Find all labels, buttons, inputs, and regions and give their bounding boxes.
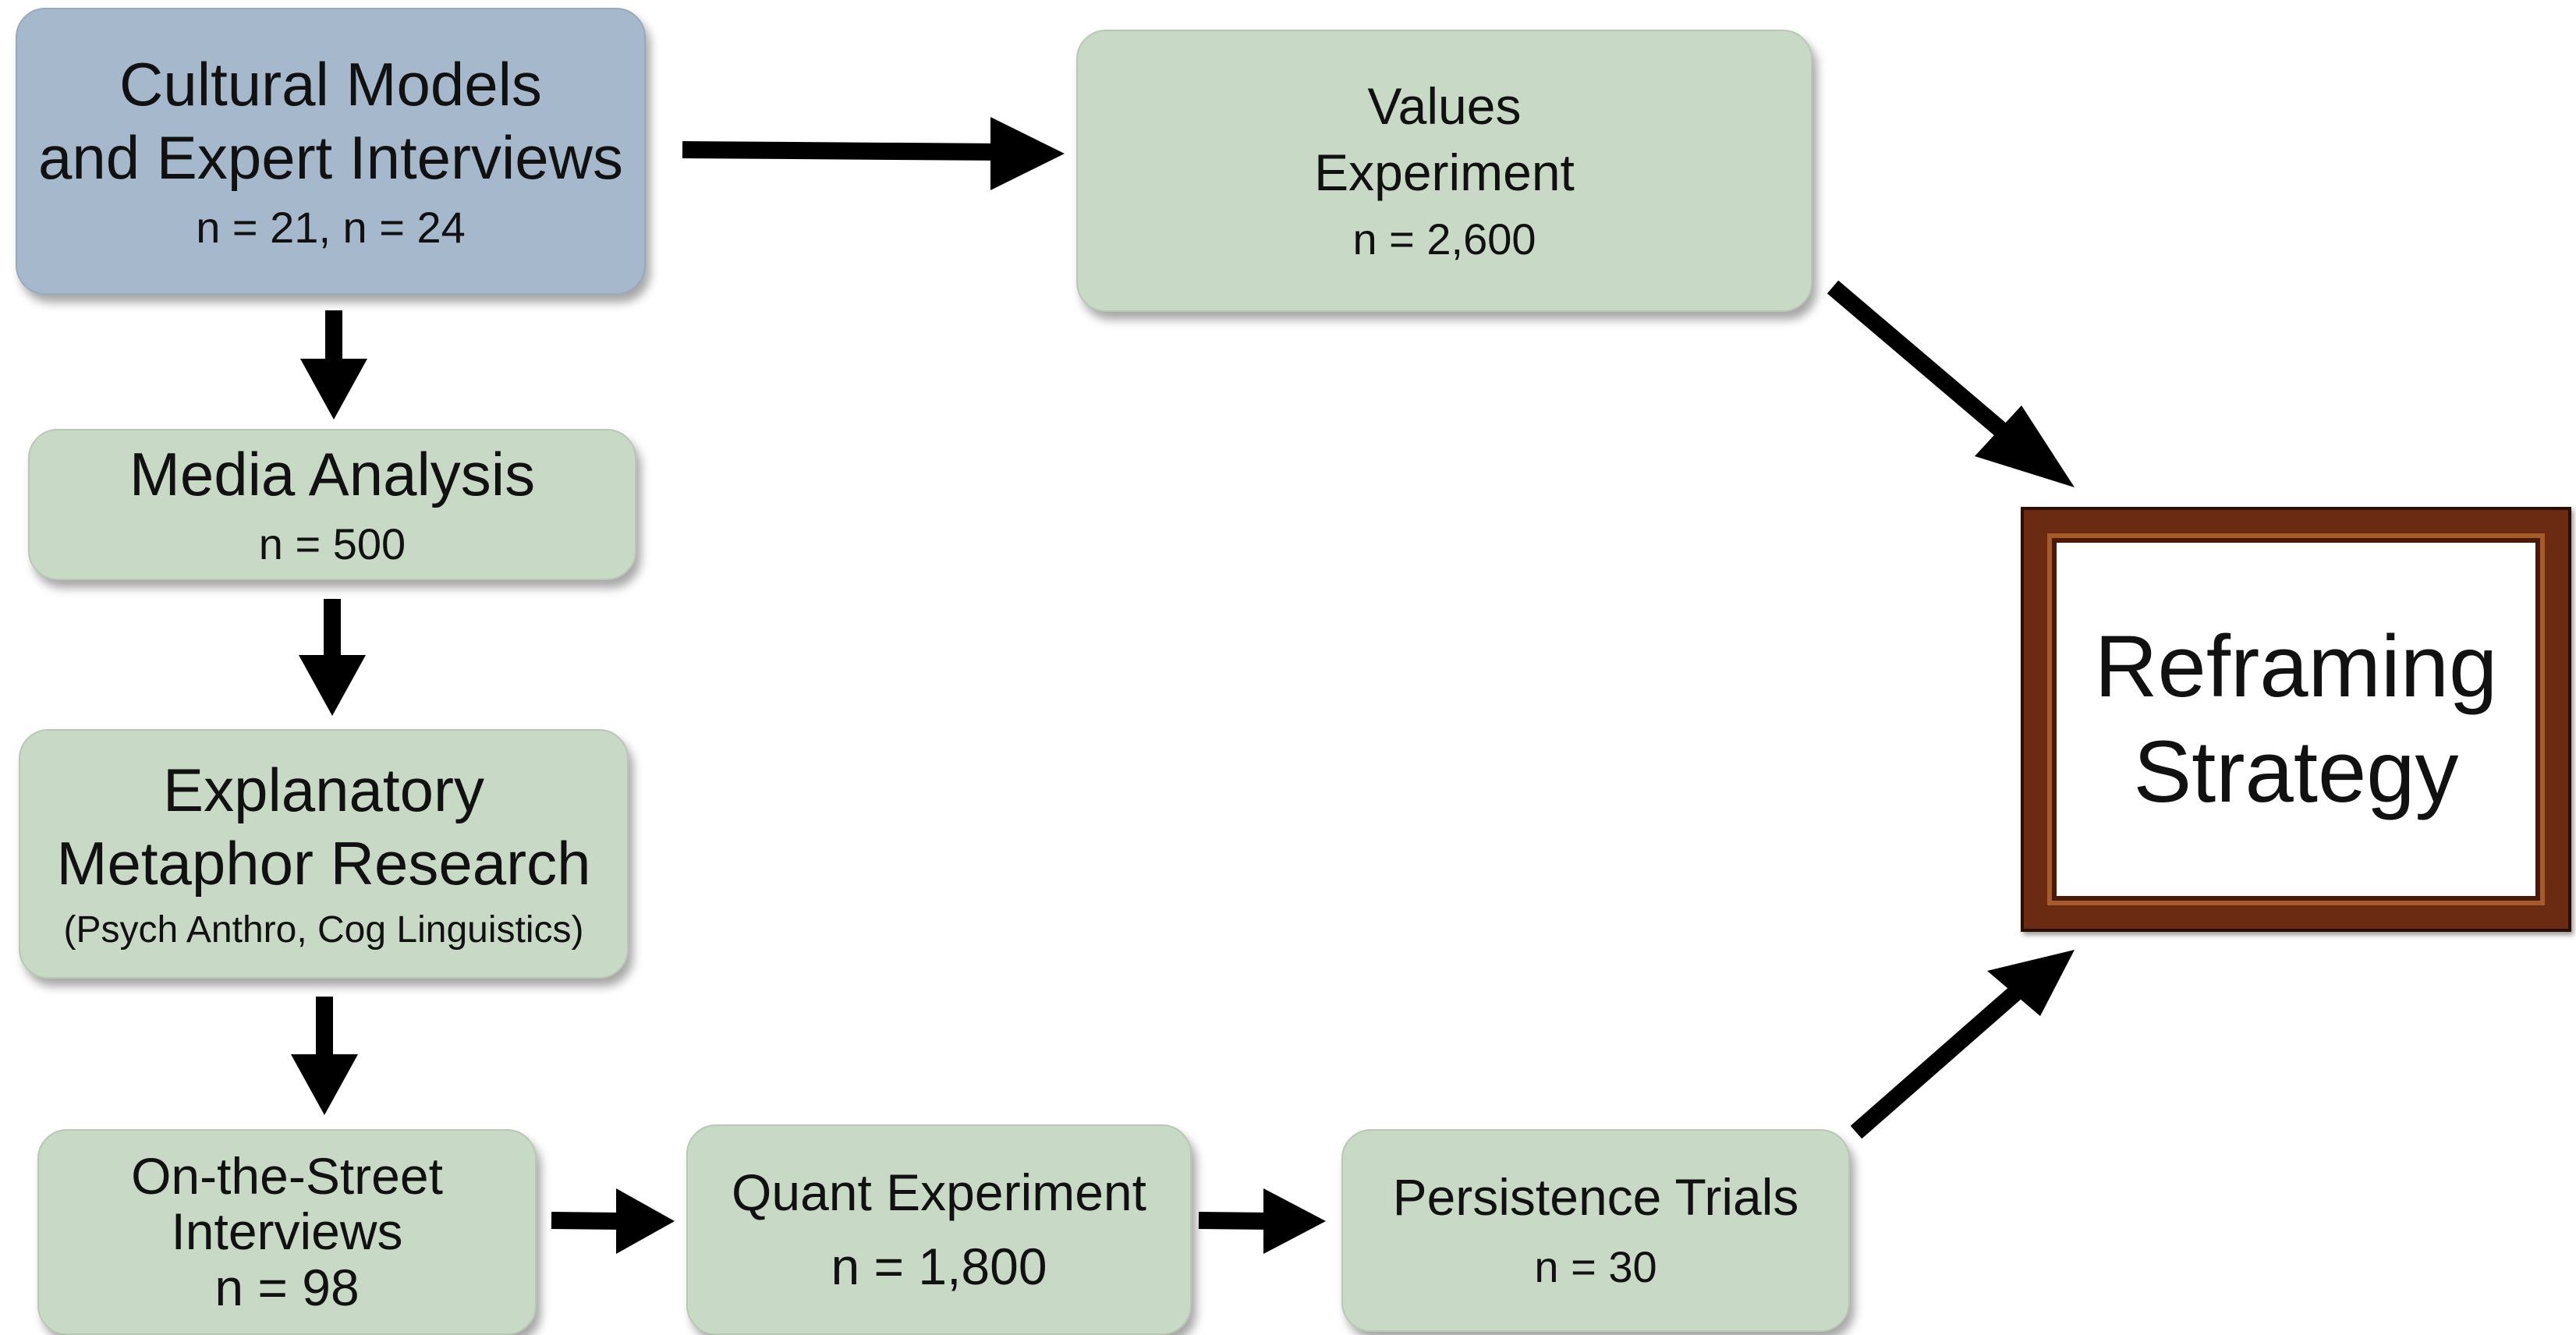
persistence-trials-box: Persistence Trials n = 30 — [1341, 1129, 1850, 1332]
values-experiment-box: Values Experiment n = 2,600 — [1076, 30, 1812, 312]
values-experiment-line2: Experiment — [1314, 143, 1575, 201]
media-analysis-box: Media Analysis n = 500 — [28, 429, 636, 580]
cultural-models-line1: Cultural Models — [119, 49, 542, 119]
cultural-models-line2: and Expert Interviews — [37, 122, 624, 192]
arrow-head — [1263, 1188, 1326, 1254]
values-experiment-n: n = 2,600 — [1352, 214, 1536, 264]
arrow-head — [1987, 950, 2075, 1016]
arrow-street-to-quant — [551, 1212, 625, 1230]
arrow-cultural-to-values — [682, 141, 1007, 161]
arrow-head — [299, 655, 366, 716]
metaphor-research-sub: (Psych Anthro, Cog Linguistics) — [63, 909, 584, 951]
cultural-models-n: n = 21, n = 24 — [196, 203, 466, 252]
street-interviews-box: On-the-Street Interviews n = 98 — [37, 1129, 537, 1335]
arrow-quant-to-persistence — [1198, 1212, 1272, 1230]
quant-experiment-line1: Quant Experiment — [732, 1163, 1146, 1221]
arrow-persistence-to-frame — [1850, 982, 2026, 1139]
arrow-head — [616, 1188, 675, 1254]
street-interviews-n: n = 98 — [214, 1258, 360, 1316]
street-interviews-line2: Interviews — [171, 1202, 403, 1261]
cultural-models-box: Cultural Models and Expert Interviews n … — [16, 8, 646, 295]
quant-experiment-n: n = 1,800 — [831, 1238, 1047, 1295]
quant-experiment-box: Quant Experiment n = 1,800 — [686, 1124, 1192, 1335]
arrow-head — [300, 359, 367, 420]
arrow-values-to-frame — [1827, 280, 2011, 440]
values-experiment-line1: Values — [1367, 76, 1522, 135]
metaphor-research-box: Explanatory Metaphor Research (Psych Ant… — [19, 729, 629, 979]
reframing-strategy-line2: Strategy — [2133, 722, 2459, 820]
arrow-head — [990, 117, 1065, 190]
persistence-trials-n: n = 30 — [1534, 1242, 1657, 1292]
arrow-head — [1975, 405, 2075, 487]
arrow-head — [291, 1054, 358, 1115]
metaphor-research-line1: Explanatory — [163, 755, 484, 824]
reframing-strategy-line1: Reframing — [2094, 618, 2498, 716]
persistence-trials-line1: Persistence Trials — [1392, 1168, 1799, 1227]
metaphor-research-line2: Metaphor Research — [56, 829, 591, 898]
media-analysis-n: n = 500 — [258, 519, 406, 568]
street-interviews-line1: On-the-Street — [131, 1147, 443, 1206]
media-analysis-line1: Media Analysis — [129, 439, 536, 508]
reframing-strategy-frame: Reframing Strategy — [2021, 507, 2571, 932]
